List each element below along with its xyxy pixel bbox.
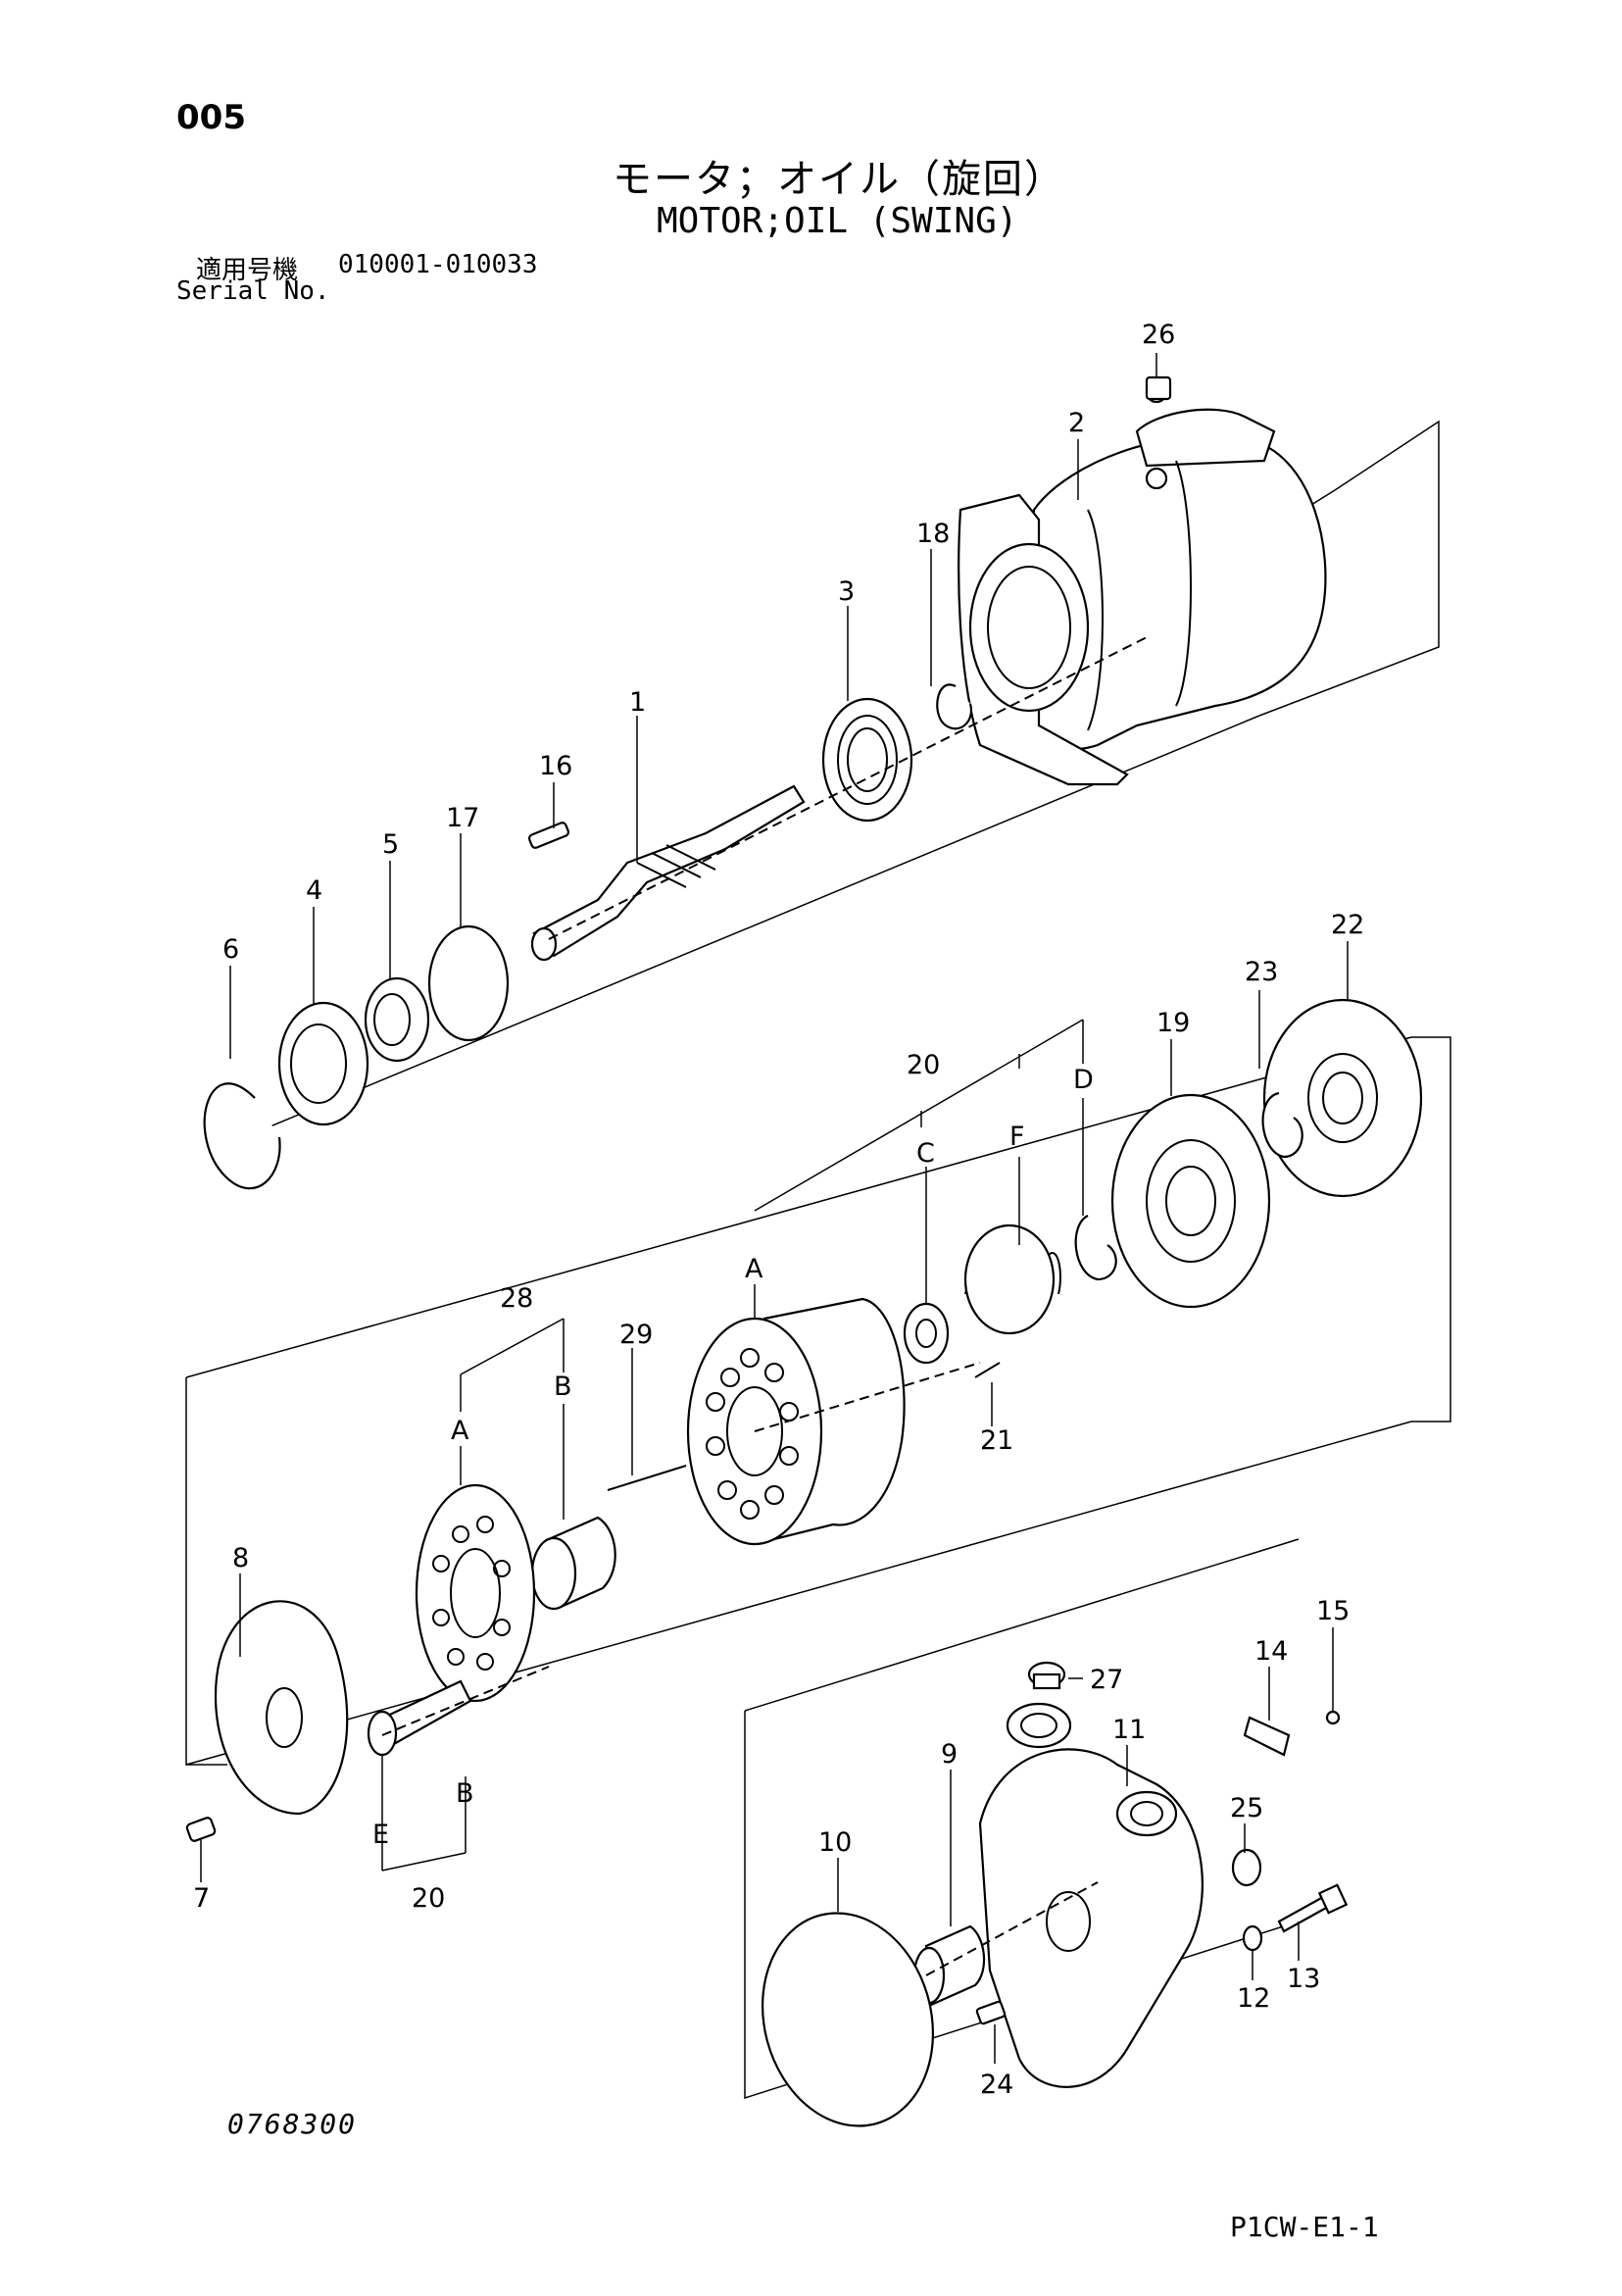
middle-section-frame [185, 1036, 1451, 1766]
callout-20-top: 20 [907, 1050, 940, 1080]
part-valve-casing-11 [978, 1702, 1204, 2088]
callout-8: 8 [232, 1543, 249, 1573]
callout-18: 18 [916, 519, 950, 549]
assembly-28-bracket [460, 1318, 565, 1412]
part-shaft-1 [530, 784, 806, 962]
callout-14: 14 [1254, 1636, 1288, 1667]
page-title-en: MOTOR;OIL (SWING) [657, 201, 1018, 241]
part-plug-25 [1231, 1848, 1262, 1887]
part-bearing-3 [821, 697, 913, 823]
part-washer-c [903, 1302, 950, 1365]
serial-range: 010001-010033 [338, 250, 538, 279]
part-o-ring-17 [427, 924, 510, 1042]
page-number: 005 [176, 98, 246, 137]
part-retainer-4 [277, 1001, 369, 1126]
callout-28: 28 [500, 1283, 533, 1314]
part-screw-15 [1325, 1710, 1341, 1725]
callout-11: 11 [1112, 1715, 1146, 1745]
part-swash-plate-8 [214, 1600, 349, 1816]
callout-25: 25 [1230, 1793, 1263, 1823]
part-washer-12 [1242, 1924, 1263, 1952]
label-c: C [916, 1138, 935, 1169]
callout-21: 21 [980, 1425, 1013, 1456]
part-key-16 [527, 822, 570, 849]
callout-22: 22 [1331, 910, 1364, 940]
part-pin-7 [185, 1817, 217, 1842]
part-snap-ring-18 [936, 683, 973, 730]
part-bolt-13 [1277, 1883, 1349, 1933]
part-name-plate-14 [1243, 1716, 1291, 1757]
part-pin-21 [974, 1362, 1001, 1378]
callout-7: 7 [193, 1883, 210, 1914]
part-bushing-b [530, 1516, 616, 1611]
callout-20-bottom: 20 [412, 1883, 445, 1914]
part-snap-ring-23 [1261, 1091, 1303, 1159]
callout-2: 2 [1068, 408, 1085, 438]
assembly-20-bracket [754, 1019, 1084, 1212]
label-f: F [1009, 1122, 1025, 1152]
callout-5: 5 [382, 829, 399, 860]
callout-23: 23 [1245, 957, 1278, 987]
callout-17: 17 [446, 803, 479, 833]
part-snap-ring-6 [203, 1082, 281, 1190]
leader-lines [200, 353, 1349, 2064]
part-pin-29 [607, 1465, 687, 1491]
callout-16: 16 [539, 751, 572, 781]
label-a-28: A [451, 1416, 469, 1446]
part-retainer-plate-28a [415, 1483, 536, 1703]
axis-dashes [381, 636, 1148, 1976]
callout-29: 29 [619, 1320, 653, 1350]
part-flange-22 [1262, 998, 1423, 1198]
part-valve-plate-19 [1110, 1093, 1271, 1309]
page-code: P1CW-E1-1 [1230, 2211, 1379, 2243]
callout-9: 9 [941, 1739, 958, 1770]
part-seal-5 [364, 976, 430, 1063]
page-title-jp: モータ；オイル（旋回） [613, 157, 1065, 202]
callout-3: 3 [838, 576, 855, 607]
label-e-20: E [372, 1820, 389, 1850]
callout-19: 19 [1156, 1008, 1190, 1038]
part-plug-26 [1145, 375, 1172, 401]
part-plug-27 [1027, 1661, 1066, 1690]
label-d: D [1073, 1065, 1094, 1095]
callout-12: 12 [1237, 1983, 1270, 2014]
part-o-ring-10 [762, 1912, 934, 2127]
part-pin-24 [975, 2000, 1007, 2025]
callout-26: 26 [1142, 320, 1175, 350]
part-motor-housing [958, 380, 1327, 786]
part-piston-20e [367, 1679, 472, 1757]
callout-4: 4 [306, 875, 322, 906]
callout-15: 15 [1316, 1596, 1350, 1626]
serial-label-en: Serial No. [176, 276, 330, 306]
label-b-20: B [456, 1778, 474, 1809]
serial-label-jp: 適用号機 [196, 256, 299, 285]
part-cylinder-block-a [686, 1297, 906, 1546]
label-b-28: B [554, 1372, 572, 1402]
callout-13: 13 [1287, 1964, 1320, 1994]
label-a-20: A [745, 1254, 763, 1284]
part-snap-ring-d [1074, 1215, 1117, 1281]
callout-24: 24 [980, 2070, 1013, 2100]
document-code: 0768300 [227, 2108, 358, 2140]
callout-10: 10 [818, 1827, 852, 1858]
callout-6: 6 [222, 934, 239, 965]
part-spring-f [963, 1223, 1061, 1335]
callout-1: 1 [629, 687, 646, 718]
assembly-20-bottom-bracket [381, 1755, 467, 1872]
callout-labels: 26 2 18 3 1 16 17 5 4 6 22 23 19 20 D F … [193, 320, 1364, 2100]
part-bushing-9 [912, 1924, 986, 2007]
callout-27: 27 [1090, 1665, 1123, 1695]
